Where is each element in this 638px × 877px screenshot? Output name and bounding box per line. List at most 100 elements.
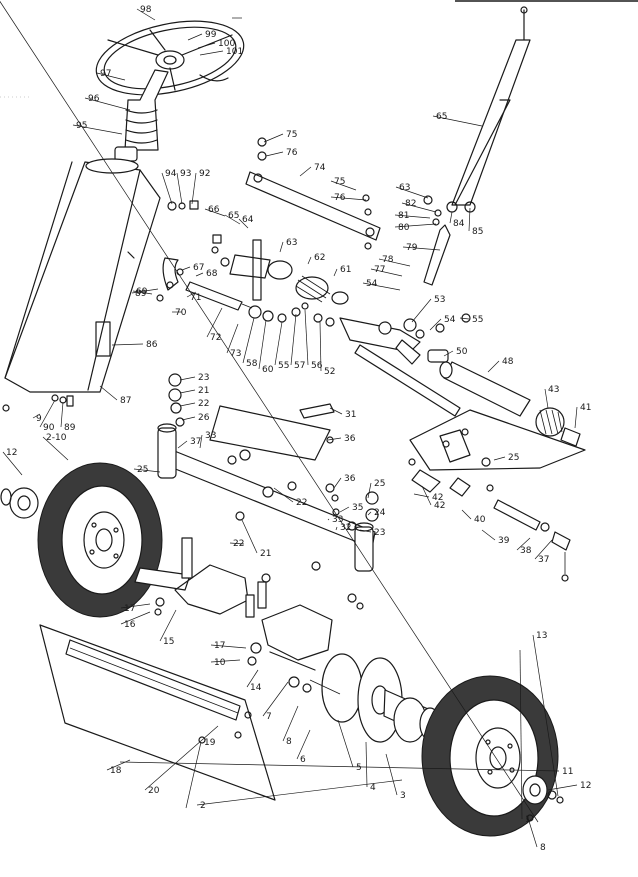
leader-line (176, 172, 183, 205)
callout-label: 20 (148, 786, 160, 796)
callout-label: 61 (340, 265, 351, 275)
callout-label: 99 (205, 30, 217, 40)
leader-line (224, 214, 241, 225)
callout-label: 85 (472, 227, 483, 237)
callout-label: 19 (204, 738, 216, 748)
leader-line (99, 385, 118, 401)
leader-line (330, 180, 357, 191)
callout-label: 31 (345, 410, 356, 420)
callout-label: 62 (314, 253, 325, 263)
callout-label: 36 (344, 434, 356, 444)
callout-label: 10 (214, 658, 226, 668)
leader-line (532, 634, 559, 797)
callout-label: 76 (334, 193, 346, 203)
leader-line (367, 482, 372, 499)
left-front-wheel (0, 462, 163, 618)
leader-line (468, 207, 471, 232)
leader-line (574, 406, 578, 429)
leader-line (197, 42, 216, 49)
leader-line (429, 318, 442, 331)
leader-line (181, 416, 196, 421)
callout-label: 87 (120, 396, 131, 406)
leader-line (339, 506, 350, 513)
leader-line (206, 307, 223, 338)
callout-label: 39 (498, 536, 510, 546)
leader-line (307, 256, 312, 265)
callout-label: 21 (198, 386, 209, 396)
callout-label: 9 (0, 0, 6, 3)
leader-line (185, 741, 202, 809)
callout-label: 12 (580, 781, 591, 791)
callout-label: 56 (311, 361, 323, 371)
callout-label: 54 (366, 279, 378, 289)
leader-line (359, 529, 372, 533)
leader-line (196, 779, 403, 806)
leader-line (413, 493, 430, 498)
dash-cover (2, 158, 161, 412)
callout-label: 37 (190, 437, 201, 447)
leader-line (161, 172, 173, 205)
leader-line (226, 323, 239, 354)
callout-label: 8 (286, 737, 292, 747)
callout-label: 75 (286, 130, 297, 140)
callout-label: 32 (340, 523, 351, 533)
leader-line (290, 313, 297, 366)
callout-label: 57 (294, 361, 305, 371)
callout-label: 100 (218, 39, 235, 49)
leader-line (362, 282, 401, 291)
callout-label: 82 (405, 199, 416, 209)
callout-label: 4 (370, 783, 376, 793)
callout-label: 3 (400, 791, 406, 801)
callout-label: 52 (324, 367, 335, 377)
leader-line (385, 753, 398, 796)
leader-line (461, 509, 472, 520)
leader-line (159, 609, 177, 642)
callout-label: 2 (200, 801, 206, 811)
leader-line (84, 97, 131, 111)
callout-label: 68 (206, 269, 218, 279)
leader-line (421, 485, 432, 506)
callout-label: 13 (536, 631, 547, 641)
callout-label: 42 (432, 493, 443, 503)
callout-label: 60 (262, 365, 274, 375)
callout-label: 48 (502, 357, 514, 367)
callout-label: 67 (193, 263, 204, 273)
callout-label: 63 (399, 183, 410, 193)
callout-label: 89 (64, 423, 76, 433)
callout-label: 71 (190, 293, 201, 303)
callout-label: 95 (76, 121, 87, 131)
callout-label: 96 (88, 94, 100, 104)
leader-line (527, 817, 538, 848)
callout-label: 25 (137, 465, 148, 475)
leader-line (2, 451, 23, 476)
callout-label: 33 (205, 431, 216, 441)
callout-label: 94 (165, 169, 177, 179)
leader-line (191, 172, 197, 205)
callout-label: 8 (540, 843, 546, 853)
callout-label: 54 (444, 315, 456, 325)
scan-artifacts (0, 0, 638, 98)
leader-line (443, 350, 454, 357)
callout-label: 38 (520, 546, 532, 556)
callout-label: 14 (250, 683, 262, 693)
leader-line (32, 413, 41, 419)
leader-line (547, 784, 578, 791)
callout-label: 63 (286, 238, 297, 248)
leader-line (402, 246, 441, 251)
bumper-bracket (247, 604, 333, 671)
leader-line (327, 437, 342, 441)
leader-line (367, 511, 372, 516)
callout-label: 86 (146, 340, 158, 350)
callout-label: 84 (453, 219, 465, 229)
callout-label: 81 (398, 211, 409, 221)
right-rear-wheel (421, 675, 564, 837)
callout-label: 33 (332, 515, 343, 525)
leader-line (459, 317, 470, 320)
leader-line (39, 399, 56, 428)
leader-line (273, 487, 294, 503)
callout-label: 42 (434, 501, 445, 511)
leader-line (432, 115, 483, 127)
leader-line (72, 124, 123, 135)
leader-line (119, 761, 560, 772)
